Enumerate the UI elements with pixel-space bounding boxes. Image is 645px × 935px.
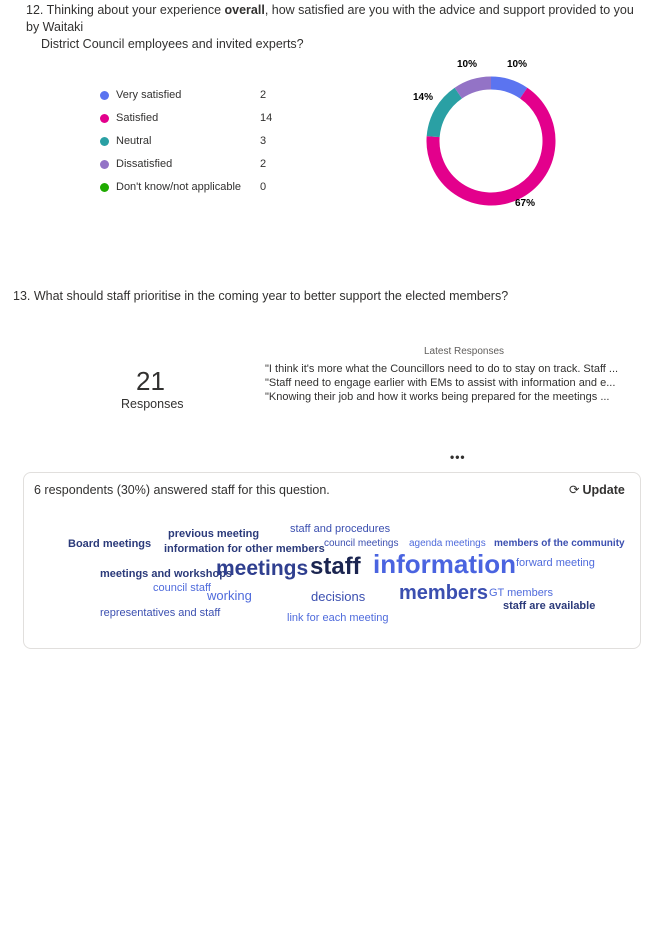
update-button[interactable]: ⟳Update xyxy=(569,482,625,498)
q13-title: 13. What should staff prioritise in the … xyxy=(13,289,509,303)
legend-dot-icon xyxy=(100,90,109,100)
legend-count: 14 xyxy=(260,112,273,124)
legend-label: Satisfied xyxy=(116,112,159,124)
word-cloud-term[interactable]: council meetings xyxy=(324,538,399,549)
response-count-label: Responses xyxy=(121,397,184,411)
legend-count: 0 xyxy=(260,181,267,193)
word-cloud-term[interactable]: forward meeting xyxy=(516,557,595,569)
word-cloud-term[interactable]: staff xyxy=(310,553,361,580)
word-cloud-term[interactable]: GT members xyxy=(489,587,553,599)
legend-count: 3 xyxy=(260,135,267,147)
q12-title-text: 12. Thinking about your experience xyxy=(26,3,225,17)
more-responses-button[interactable]: ••• xyxy=(450,450,466,464)
legend-count: 2 xyxy=(260,89,267,101)
q12-title-bold: overall xyxy=(224,3,265,17)
refresh-icon: ⟳ xyxy=(569,483,580,497)
word-cloud-term[interactable]: Board meetings xyxy=(68,538,152,550)
legend-dot-icon xyxy=(100,136,109,146)
latest-response[interactable]: "Staff need to engage earlier with EMs t… xyxy=(265,377,616,389)
word-cloud-term[interactable]: link for each meeting xyxy=(287,612,389,624)
legend-dot-icon xyxy=(100,159,109,169)
legend-label: Very satisfied xyxy=(116,89,182,101)
update-label: Update xyxy=(582,482,625,497)
q12-title-text: , how satisfied are you with the advice … xyxy=(26,3,634,34)
q12-title-line2: District Council employees and invited e… xyxy=(41,37,304,51)
slice-label: 10% xyxy=(457,59,477,70)
word-cloud-term[interactable]: agenda meetings xyxy=(409,538,486,549)
legend-dot-icon xyxy=(100,113,109,123)
word-cloud-term[interactable]: members xyxy=(399,582,488,604)
word-cloud-term[interactable]: meetings xyxy=(216,557,309,580)
legend-item: Dissatisfied 2 xyxy=(100,158,266,170)
latest-responses-label: Latest Responses xyxy=(424,346,505,357)
slice-label: 14% xyxy=(413,92,433,103)
latest-response[interactable]: "Knowing their job and how it works bein… xyxy=(265,391,610,403)
word-cloud-term[interactable]: members of the community xyxy=(494,538,625,549)
response-count: 21 xyxy=(136,366,165,396)
word-cloud-term[interactable]: meetings and workshops xyxy=(100,568,233,580)
latest-responses-list: "I think it's more what the Councillors … xyxy=(265,362,635,404)
word-cloud-term[interactable]: working xyxy=(207,588,252,603)
donut-chart: 10% 67% 14% 10% xyxy=(413,59,556,209)
word-cloud-term[interactable]: staff and procedures xyxy=(290,523,391,535)
slice-label: 67% xyxy=(515,198,535,209)
word-cloud-term[interactable]: representatives and staff xyxy=(100,607,221,619)
legend-label: Dissatisfied xyxy=(116,158,173,170)
donut-slice[interactable] xyxy=(490,76,528,99)
donut-slice[interactable] xyxy=(426,87,463,138)
word-cloud-card: 6 respondents (30%) answered staff for t… xyxy=(23,472,641,649)
donut-slice[interactable] xyxy=(426,87,556,206)
legend-item: Very satisfied 2 xyxy=(100,89,266,101)
word-cloud-term[interactable]: previous meeting xyxy=(168,528,260,540)
word-cloud-term[interactable]: council staff xyxy=(153,582,211,594)
slice-label: 10% xyxy=(507,59,527,70)
legend-item: Satisfied 14 xyxy=(100,112,272,124)
word-cloud-term[interactable]: decisions xyxy=(311,589,366,604)
word-cloud-term[interactable]: information for other members xyxy=(164,543,325,555)
legend-label: Don't know/not applicable xyxy=(116,181,242,193)
legend-item: Neutral 3 xyxy=(100,135,266,147)
word-cloud-term[interactable]: staff are available xyxy=(503,600,596,612)
word-cloud-term[interactable]: information xyxy=(373,549,516,579)
legend-label: Neutral xyxy=(116,135,152,147)
donut-slice[interactable] xyxy=(454,76,492,99)
legend-count: 2 xyxy=(260,158,267,170)
q12-title: 12. Thinking about your experience overa… xyxy=(26,2,636,53)
legend-item: Don't know/not applicable 0 xyxy=(100,181,266,193)
card-summary: 6 respondents (30%) answered staff for t… xyxy=(34,483,330,497)
legend-dot-icon xyxy=(100,182,109,192)
latest-response[interactable]: "I think it's more what the Councillors … xyxy=(265,363,619,375)
